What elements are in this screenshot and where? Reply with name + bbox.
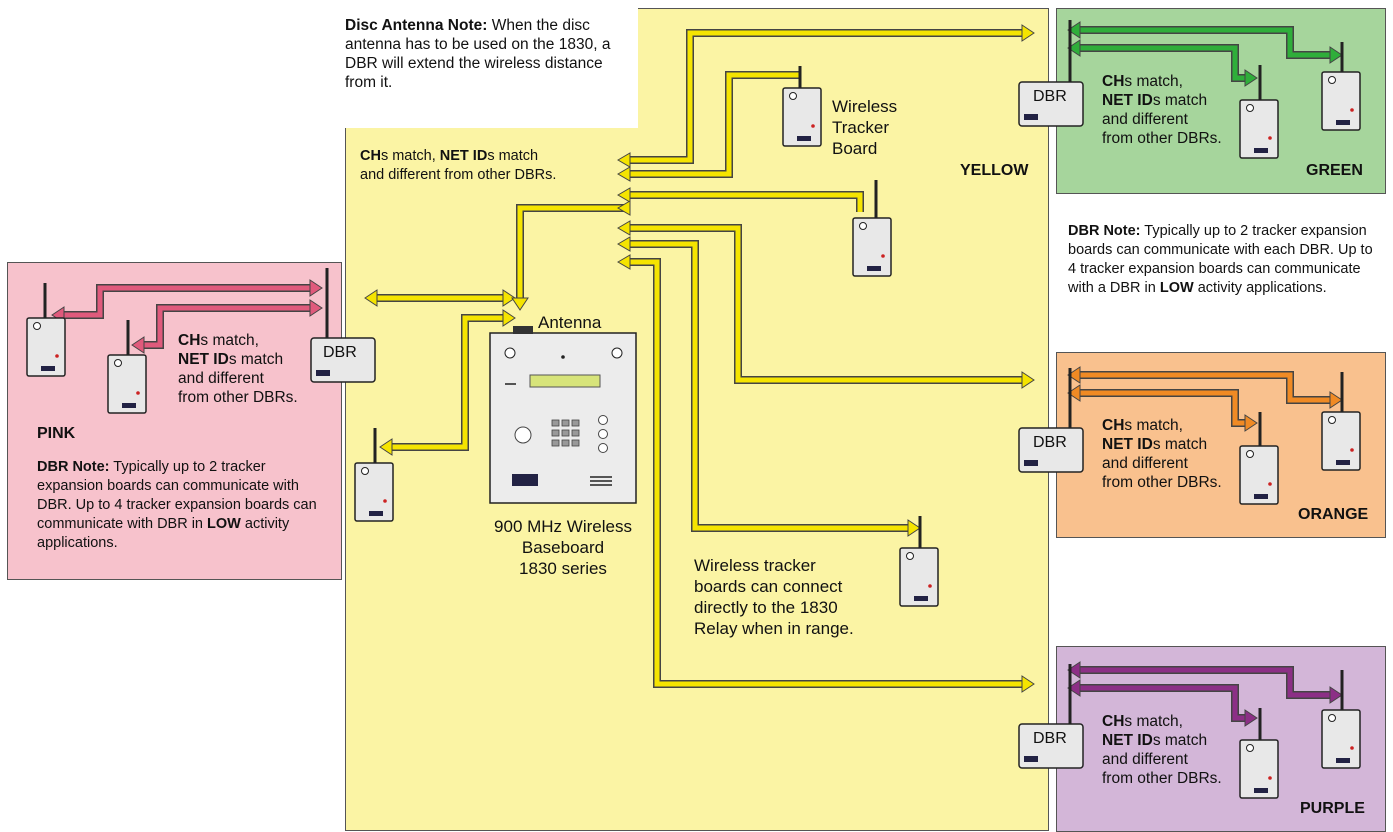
disc-antenna-note: Disc Antenna Note: When the disc antenna…	[345, 17, 611, 91]
purple-label: PURPLE	[1300, 800, 1365, 817]
pink-label: PINK	[37, 425, 76, 442]
pink-dbr-note: DBR Note: Typically up to 2 tracker expa…	[37, 459, 317, 551]
yellow-label: YELLOW	[960, 162, 1029, 179]
disc-note-box	[333, 0, 638, 128]
green-match-text: CHs match, NET IDs match and different f…	[1102, 73, 1222, 147]
dbr-label-green: DBR	[1033, 88, 1067, 105]
dbr-label-orange: DBR	[1033, 434, 1067, 451]
orange-match-text: CHs match, NET IDs match and different f…	[1102, 417, 1222, 491]
pink-region	[7, 262, 342, 580]
dbr-label-pink: DBR	[323, 344, 357, 361]
pink-match-text: CHs match, NET IDs match and different f…	[178, 332, 298, 406]
purple-match-text: CHs match, NET IDs match and different f…	[1102, 713, 1222, 787]
green-label: GREEN	[1306, 162, 1363, 179]
orange-label: ORANGE	[1298, 506, 1369, 523]
antenna-label: Antenna	[538, 313, 602, 332]
yellow-match-text: CHs match, NET IDs match and different f…	[360, 148, 557, 183]
right-dbr-note: DBR Note: Typically up to 2 tracker expa…	[1068, 223, 1373, 296]
dbr-label-purple: DBR	[1033, 730, 1067, 747]
